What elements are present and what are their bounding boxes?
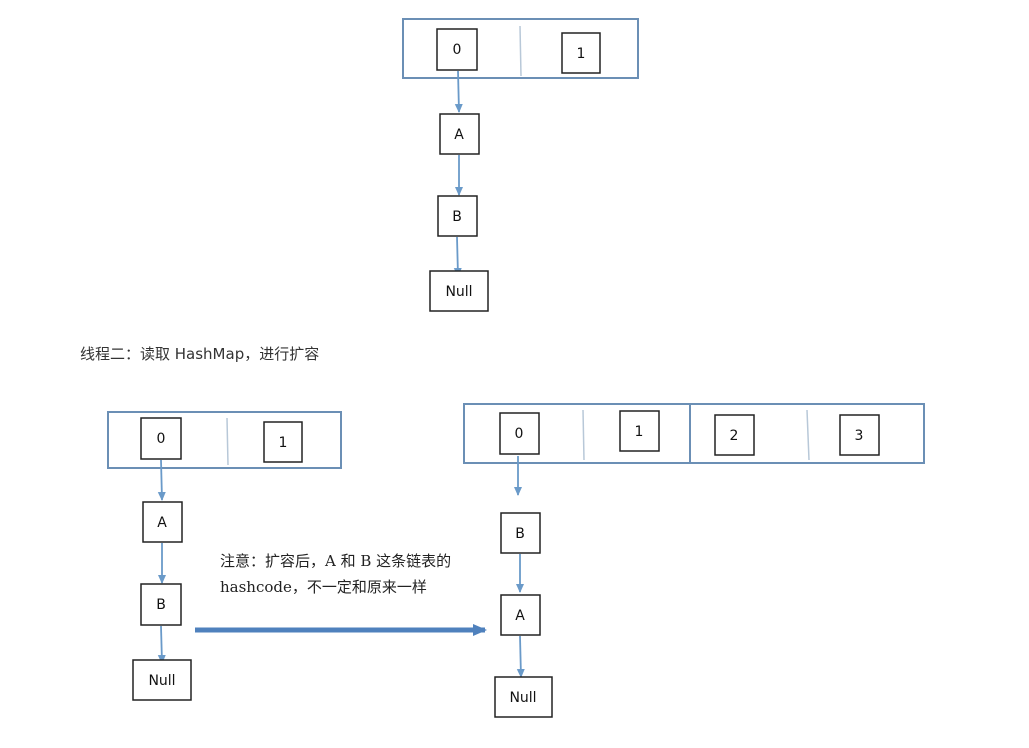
left-slot-0-label: 0 xyxy=(157,431,166,447)
top-node-null-label: Null xyxy=(445,284,472,300)
right-arrow-a-to-null xyxy=(516,635,525,678)
right-node-a-box xyxy=(500,594,541,636)
left-node-b-box xyxy=(140,583,182,626)
right-slot-2-box xyxy=(714,414,755,456)
top-slot-1-label: 1 xyxy=(577,46,586,62)
top-arrow-b-to-null xyxy=(453,236,462,277)
top-node-b-label: B xyxy=(452,209,462,225)
left-array-divider xyxy=(226,417,229,466)
left-slot-1-box xyxy=(263,421,303,463)
left-node-null-label: Null xyxy=(148,673,175,689)
right-array-divider-1 xyxy=(582,409,585,461)
left-node-null-box xyxy=(132,659,192,701)
resize-note: 注意：扩容后，A 和 B 这条链表的 hashcode，不一定和原来一样 xyxy=(220,548,451,600)
right-slot-3-label: 3 xyxy=(855,428,864,444)
top-array-divider xyxy=(519,25,522,77)
thread-two-caption: 线程二：读取 HashMap，进行扩容 xyxy=(80,345,320,363)
top-node-a-label: A xyxy=(454,127,464,143)
resize-note-line-1: 注意：扩容后，A 和 B 这条链表的 xyxy=(220,552,452,570)
top-slot-0-box xyxy=(436,28,478,71)
left-arrow-slot-to-a xyxy=(157,459,166,501)
left-node-b-label: B xyxy=(156,597,166,613)
left-arrow-b-to-null xyxy=(157,625,166,664)
right-node-a-label: A xyxy=(515,608,525,624)
top-node-null-box xyxy=(429,270,489,312)
top-slot-1-box xyxy=(561,32,601,74)
top-node-b-box xyxy=(437,195,478,237)
top-slot-0-label: 0 xyxy=(453,42,462,58)
right-slot-2-label: 2 xyxy=(730,428,739,444)
right-array-divider-3 xyxy=(806,409,810,461)
left-node-a-label: A xyxy=(157,515,167,531)
right-node-null-box xyxy=(494,676,553,718)
right-node-null-label: Null xyxy=(509,690,536,706)
left-slot-0-box xyxy=(140,417,182,460)
right-slot-3-box xyxy=(839,414,880,456)
left-array xyxy=(107,411,342,469)
right-slot-1-box xyxy=(619,410,660,452)
right-slot-0-box xyxy=(499,412,540,455)
left-slot-1-label: 1 xyxy=(279,435,288,451)
right-array xyxy=(463,403,925,464)
right-slot-0-label: 0 xyxy=(515,426,524,442)
right-node-b-box xyxy=(500,512,541,554)
resize-note-line-2: hashcode，不一定和原来一样 xyxy=(220,578,427,596)
left-node-a-box xyxy=(142,501,183,543)
right-slot-1-label: 1 xyxy=(635,424,644,440)
top-node-a-box xyxy=(439,113,480,155)
top-array xyxy=(402,18,639,79)
top-arrow-slot-to-a xyxy=(454,70,463,113)
right-node-b-label: B xyxy=(515,526,525,542)
